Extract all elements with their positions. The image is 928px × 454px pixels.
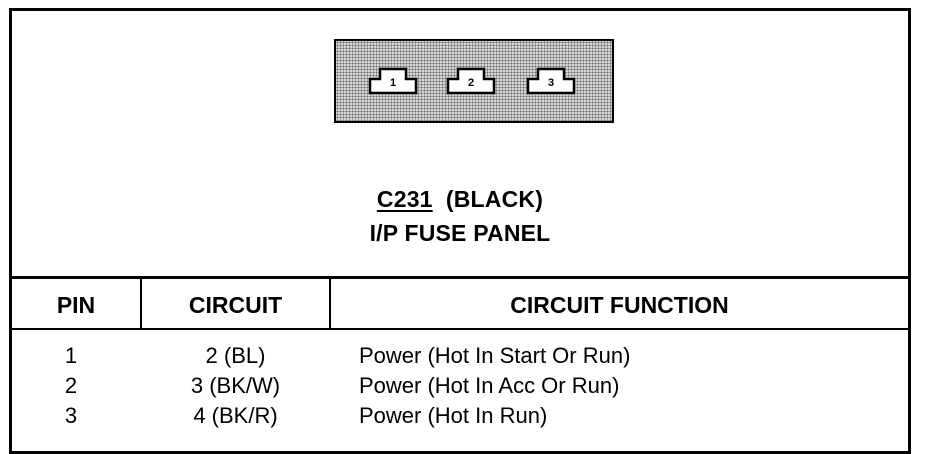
table-row: 1 2 (BL) Power (Hot In Start Or Run)	[12, 343, 908, 373]
pin-number-1: 1	[390, 77, 396, 89]
column-divider	[140, 276, 142, 330]
circuit-function-cell: Power (Hot In Start Or Run)	[359, 343, 631, 368]
pin-cell: 2	[64, 373, 78, 398]
circuit-cell: 4 (BK/R)	[193, 403, 278, 428]
connector-face: 1 2 3	[334, 39, 614, 123]
connector-face-area: 1 2 3 C231 (BLACK) I/P FUSE PANEL	[12, 11, 908, 276]
circuit-function-cell: Power (Hot In Acc Or Run)	[359, 373, 620, 398]
column-header-circuit-function: CIRCUIT FUNCTION	[510, 292, 729, 318]
circuit-cell: 3 (BK/W)	[190, 373, 281, 398]
pin-number-3: 3	[548, 77, 554, 89]
connector-color: (BLACK)	[445, 186, 544, 212]
circuit-function-cell: Power (Hot In Run)	[359, 403, 548, 428]
circuit-cell: 2 (BL)	[205, 343, 266, 368]
connector-diagram-frame: 1 2 3 C231 (BLACK) I/P FUSE PANEL PIN CI…	[9, 8, 911, 454]
table-row: 2 3 (BK/W) Power (Hot In Acc Or Run)	[12, 373, 908, 403]
connector-id: C231	[376, 186, 433, 212]
pin-cavity-3: 3	[526, 67, 576, 95]
column-header-circuit: CIRCUIT	[188, 292, 283, 318]
pin-cell: 1	[64, 343, 78, 368]
table-row: 3 4 (BK/R) Power (Hot In Run)	[12, 403, 908, 433]
column-divider	[329, 276, 331, 330]
pin-cavity-2: 2	[446, 67, 496, 95]
pin-cell: 3	[64, 403, 78, 428]
table-header-row	[12, 276, 908, 330]
connector-pins: 1 2 3	[368, 67, 576, 95]
connector-location: I/P FUSE PANEL	[369, 220, 551, 246]
pin-cavity-1: 1	[368, 67, 418, 95]
connector-title: C231 (BLACK)	[12, 186, 908, 213]
pin-number-2: 2	[468, 77, 474, 89]
column-header-pin: PIN	[56, 292, 96, 318]
